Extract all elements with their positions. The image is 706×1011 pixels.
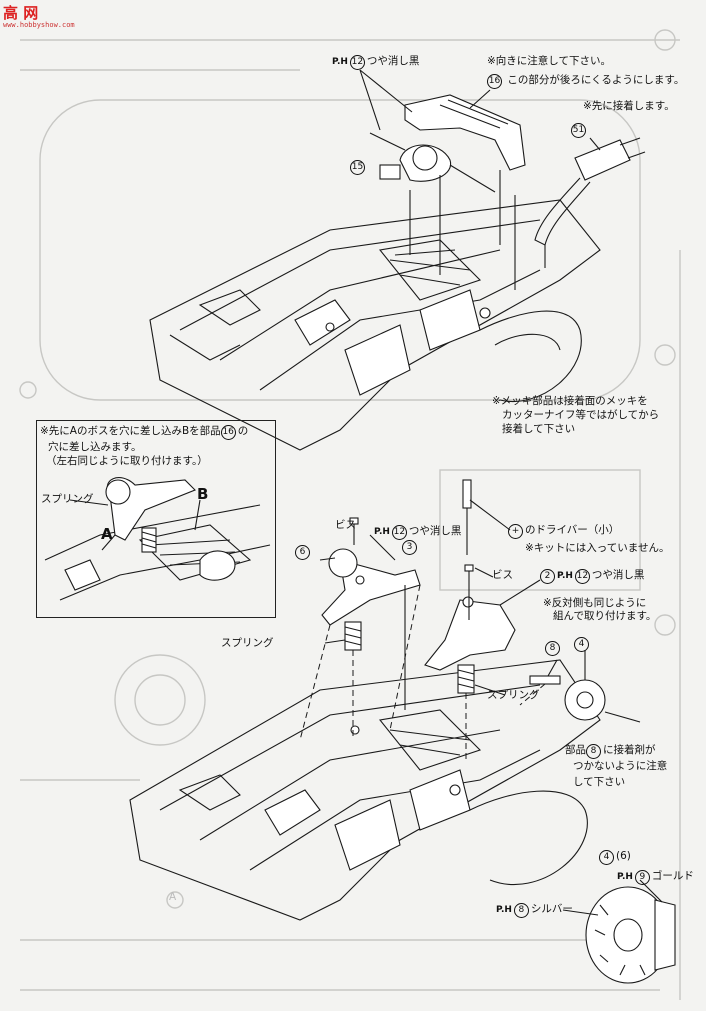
opposite-side-note-1: ※反対側も同じように	[543, 597, 647, 609]
paint-number-12: 12	[391, 525, 407, 540]
glue-note-suffix: に接着剤が	[603, 744, 656, 756]
inset-part-number-16: 16	[220, 425, 236, 440]
glue-note-prefix: 部品	[565, 744, 586, 756]
paint-matte-black: つや消し黒	[591, 569, 645, 581]
disc-part-callout: 4(6)	[599, 850, 631, 865]
glue-warning-line-2: つかないように注意	[573, 760, 668, 772]
inset-note-line-3: （左右同じように取り付けます。）	[46, 455, 208, 467]
glue-warning-line-3: して下さい	[573, 776, 626, 788]
screwdriver-not-included-note: ※キットには入っていません。	[525, 542, 670, 554]
part15-callout: 15	[350, 160, 367, 175]
part-number-2: 2	[540, 569, 555, 584]
chrome-note-line-1: ※メッキ部品は接着面のメッキを	[492, 395, 648, 407]
paint-silver: シルバー	[530, 903, 573, 915]
screw-left	[349, 517, 359, 545]
spring-label-right: スプリング	[487, 689, 540, 701]
part-number-8: 8	[545, 641, 560, 656]
leader-lines	[69, 499, 586, 696]
part-4-hub	[564, 679, 641, 723]
screwdriver-callout: +のドライバー（小）	[508, 524, 619, 539]
spring-right	[457, 664, 475, 694]
part-6-3-left-arm	[321, 548, 421, 626]
assembly-dashes	[299, 584, 546, 760]
screw-right	[464, 564, 474, 590]
inset-note-1-text: ※先にAのボスを穴に差し込みBを部品	[40, 425, 221, 437]
inset-label-a: A	[101, 525, 113, 543]
part16-orientation-note: ※向きに注意して下さい。	[487, 55, 611, 67]
brake-disc	[562, 879, 676, 984]
inset-label-b: B	[197, 485, 209, 503]
chrome-note-line-3: 接着して下さい	[502, 423, 576, 435]
part-number-6: 6	[295, 545, 310, 560]
part-number-51: 51	[571, 123, 586, 138]
part16-callout: 16 この部分が後ろにくるようにします。	[487, 74, 684, 89]
inset-note-line-2: 穴に差し込みます。	[48, 441, 142, 453]
screw-label-left: ビス	[335, 519, 356, 531]
watermark-url: www.hobbyshow.com	[3, 21, 75, 29]
part8-callout: 8	[545, 641, 562, 656]
part6-callout: 6	[295, 545, 312, 560]
screwdriver	[462, 479, 472, 555]
part-number-4: 4	[574, 637, 589, 652]
spring-label-left: スプリング	[221, 637, 274, 649]
paint-gold: ゴールド	[651, 870, 694, 882]
part-15-differential	[369, 132, 496, 193]
part-number-16: 16	[487, 74, 502, 89]
chassis-top	[149, 199, 601, 451]
glue-part-number-8: 8	[586, 744, 601, 759]
part-51-muffler	[534, 137, 646, 246]
inset-drawing	[44, 477, 271, 601]
inset-spring-label: スプリング	[41, 493, 94, 505]
paint-number-8: 8	[513, 903, 529, 918]
watermark-logo: 高 网	[3, 4, 39, 22]
phillips-icon: +	[508, 524, 523, 539]
paint-code: P.H	[496, 905, 512, 915]
inset-box	[36, 420, 276, 618]
paint-number-12: 12	[574, 569, 590, 584]
inset-note-1-tail: の	[237, 425, 249, 437]
screwdriver-label: のドライバー（小）	[525, 524, 620, 536]
paint-code: P.H	[332, 57, 348, 67]
screw-label-right: ビス	[492, 569, 513, 581]
part-number-3: 3	[402, 540, 417, 555]
assembly-arrows-top	[359, 69, 601, 290]
part4-callout: 4	[574, 637, 591, 652]
part-2-right-arm	[424, 596, 516, 671]
part-number-4: 4	[599, 850, 614, 865]
part16-orientation-desc: この部分が後ろにくるようにします。	[507, 74, 685, 86]
spring-left	[344, 621, 362, 651]
part3-callout: 3	[402, 540, 419, 555]
paint-number-12: 12	[349, 55, 365, 70]
ghost-letter-a: A	[169, 891, 177, 903]
paint-matte-black: つや消し黒	[366, 55, 420, 67]
part-16-bracket	[404, 94, 526, 171]
paint-code: P.H	[374, 527, 390, 537]
chassis-bottom	[129, 659, 601, 921]
part-number-6-paren: (6)	[616, 850, 631, 862]
paint-code: P.H	[617, 872, 633, 882]
part51-callout: 51	[571, 123, 588, 138]
part-number-15: 15	[350, 160, 365, 175]
ghost-bleed-through	[19, 29, 681, 1000]
part51-glue-first-note: ※先に接着します。	[583, 100, 675, 112]
part-8-pin	[529, 675, 561, 685]
chrome-note-line-2: カッターナイフ等ではがしてから	[502, 409, 660, 421]
paint-code: P.H	[557, 571, 573, 581]
paint-number-9: 9	[634, 870, 650, 885]
paint-matte-black: つや消し黒	[408, 525, 462, 537]
opposite-side-note-2: 組んで取り付けます。	[553, 610, 657, 622]
